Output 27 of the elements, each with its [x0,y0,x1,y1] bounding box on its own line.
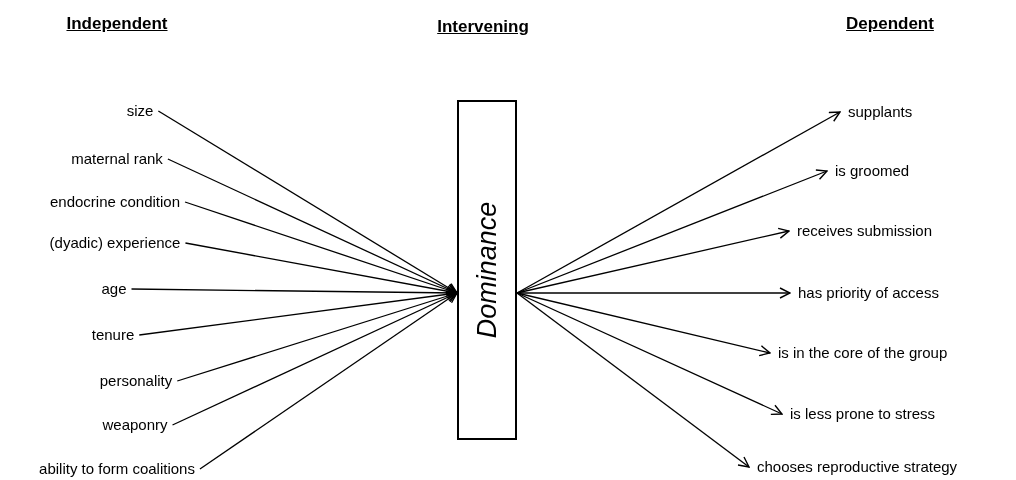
independent-variable: ability to form coalitions [39,460,195,478]
independent-variable: weaponry [102,416,168,434]
dependent-variable: supplants [848,103,913,121]
independent-variable: endocrine condition [49,193,181,211]
dependent-variable: is less prone to stress [790,405,936,423]
dependent-variable: is groomed [835,162,910,180]
independent-variable: age [101,280,127,298]
column-heading: Dependent [846,14,934,34]
dependent-variable: receives submission [797,222,933,240]
arrow [516,292,771,357]
arrow [516,292,783,416]
column-heading: Intervening [437,17,529,37]
independent-variable: tenure [91,326,135,344]
independent-variable: maternal rank [71,150,163,168]
dependent-variable: has priority of access [798,284,939,302]
independent-variable: personality [99,372,173,390]
independent-variable: size [126,102,154,120]
dependent-variable: is in the core of the group [778,344,948,362]
arrow [516,111,841,294]
intervening-box [457,100,517,440]
arrow [516,292,750,468]
arrow [167,158,458,295]
independent-variable: (dyadic) experience [49,234,181,252]
arrow [199,292,458,470]
dependent-variable: chooses reproductive strategy [757,458,958,476]
column-heading: Independent [66,14,168,34]
variable-label: Dominance [471,201,503,339]
